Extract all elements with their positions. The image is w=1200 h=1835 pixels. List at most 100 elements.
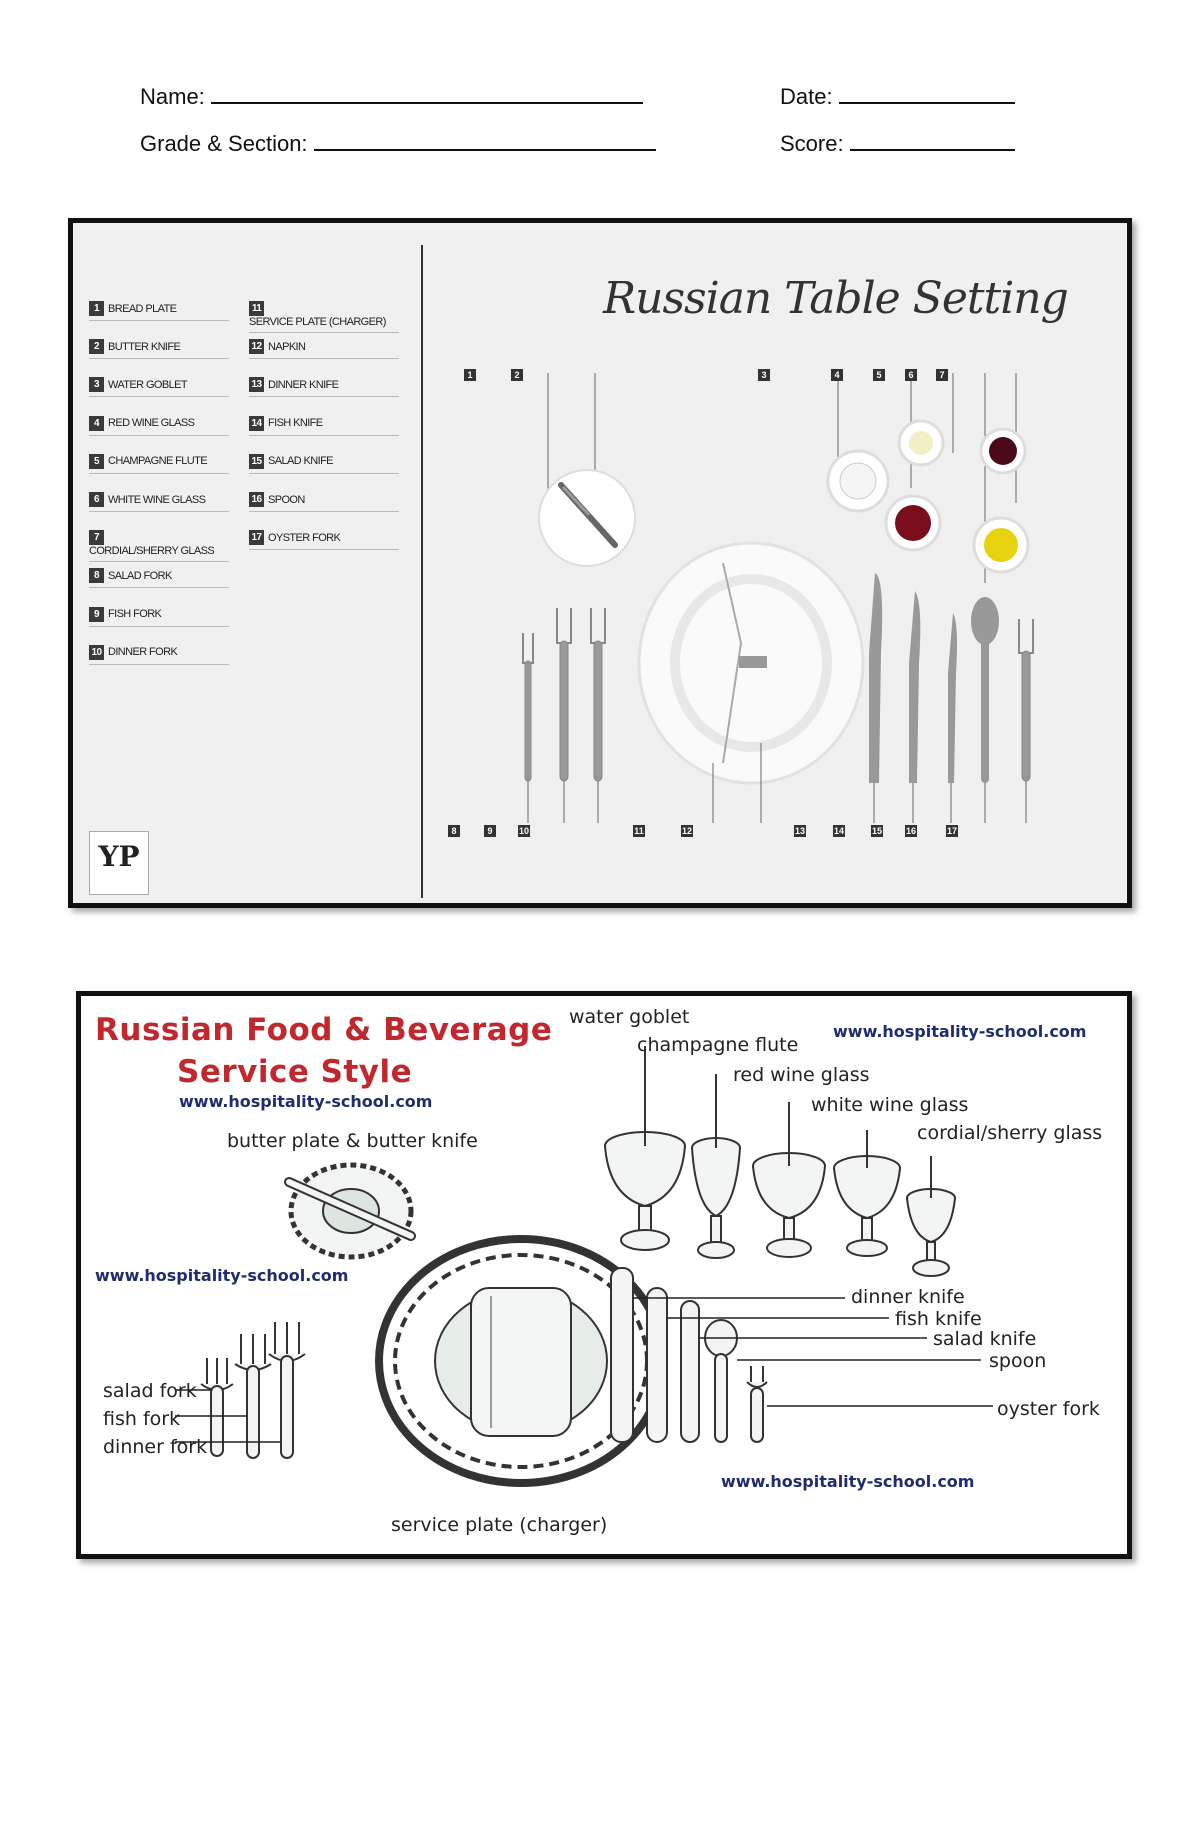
marker-top: 1 <box>464 369 476 381</box>
oyster-fork-icon <box>746 1366 768 1443</box>
legend-label: RED WINE GLASS <box>108 417 195 430</box>
legend-number: 15 <box>249 453 264 469</box>
russian-service-style-panel: Russian Food & Beverage Service Style ww… <box>76 991 1132 1559</box>
legend-number: 11 <box>249 301 264 316</box>
legend-label: SPOON <box>268 493 305 506</box>
legend-label: SALAD KNIFE <box>268 455 334 468</box>
legend-label: DINNER KNIFE <box>268 378 339 391</box>
legend-number: 13 <box>249 377 264 393</box>
label-water-goblet: water goblet <box>569 1006 690 1028</box>
water-goblet-icon <box>604 1046 686 1251</box>
grade-section-blank[interactable] <box>313 131 656 151</box>
service-plate-icon <box>637 541 865 785</box>
logo-mark: YP <box>98 840 140 873</box>
date-blank[interactable] <box>838 84 1015 104</box>
legend-underline <box>249 358 399 360</box>
label-red-wine-glass: red wine glass <box>733 1064 870 1086</box>
marker-bottom: 10 <box>518 825 530 837</box>
marker-bottom: 12 <box>681 825 693 837</box>
legend-number: 10 <box>89 644 104 660</box>
red-wine-glass-icon <box>752 1102 826 1258</box>
legend-label: NAPKIN <box>268 340 306 353</box>
red-wine-glass-icon <box>884 494 942 552</box>
legend-underline <box>89 587 229 589</box>
panel2-title-line1: Russian Food & Beverage <box>95 1012 553 1048</box>
panel2-title-line2: Service Style <box>177 1054 413 1090</box>
legend-underline <box>89 358 229 360</box>
name-field: Name: <box>140 84 643 110</box>
champagne-flute-icon <box>691 1074 741 1259</box>
spoon-icon <box>704 1319 738 1443</box>
label-spoon: spoon <box>989 1350 1047 1372</box>
legend-label: DINNER FORK <box>108 646 178 659</box>
label-service-plate: service plate (charger) <box>391 1514 608 1536</box>
legend-number: 7 <box>89 530 104 546</box>
marker-bottom: 14 <box>833 825 845 837</box>
legend-underline <box>89 561 229 563</box>
name-blank[interactable] <box>210 84 643 104</box>
legend-label: SERVICE PLATE (CHARGER) <box>249 316 386 329</box>
legend-label: WATER GOBLET <box>108 378 188 391</box>
water-goblet-icon <box>826 449 890 513</box>
legend-label: CORDIAL/SHERRY GLASS <box>89 545 215 558</box>
panel-title: Russian Table Setting <box>603 273 1069 324</box>
legend-number: 16 <box>249 492 264 507</box>
dinner-fork-icon <box>590 608 606 782</box>
dinner-fork-icon <box>268 1322 306 1459</box>
label-oyster-fork: oyster fork <box>997 1398 1100 1420</box>
label-cordial-glass: cordial/sherry glass <box>917 1122 1103 1144</box>
salad-knife-icon <box>680 1300 700 1443</box>
legend-underline <box>249 434 399 436</box>
marker-top: 2 <box>511 369 523 381</box>
url-top-left: www.hospitality-school.com <box>179 1092 433 1111</box>
fish-fork-icon <box>556 608 572 782</box>
legend-number: 14 <box>249 415 264 431</box>
url-bottom-right: www.hospitality-school.com <box>721 1472 975 1491</box>
legend-label: SALAD FORK <box>108 569 172 582</box>
legend-label: OYSTER FORK <box>268 531 341 544</box>
salad-fork-icon <box>522 633 534 782</box>
marker-bottom: 11 <box>633 825 645 837</box>
legend-number: 17 <box>249 530 264 546</box>
marker-bottom: 8 <box>448 825 460 837</box>
grade-section-field: Grade & Section: <box>140 131 656 157</box>
legend-item: 15 SALAD KNIFE <box>249 453 399 474</box>
marker-bottom: 16 <box>905 825 917 837</box>
legend-underline <box>89 511 229 512</box>
legend-label: CHAMPAGNE FLUTE <box>108 455 208 468</box>
dinner-knife-icon <box>610 1267 634 1443</box>
label-salad-knife: salad knife <box>933 1328 1037 1350</box>
marker-top: 7 <box>936 369 948 381</box>
score-field: Score: <box>780 131 1015 157</box>
marker-top: 4 <box>831 369 843 381</box>
legend-item: 13 DINNER KNIFE <box>249 377 399 398</box>
marker-top: 5 <box>873 369 885 381</box>
oyster-fork-icon <box>1018 619 1034 782</box>
legend-underline <box>249 511 399 512</box>
cordial-glass-icon <box>979 427 1027 475</box>
legend-underline <box>249 472 399 474</box>
label-dinner-knife: dinner knife <box>851 1286 965 1308</box>
marker-bottom: 13 <box>794 825 806 837</box>
legend-underline <box>89 472 229 474</box>
name-label: Name: <box>140 84 205 109</box>
label-fish-knife: fish knife <box>895 1308 982 1330</box>
fish-fork-icon <box>234 1334 272 1459</box>
label-fish-fork: fish fork <box>103 1408 181 1430</box>
legend-number: 9 <box>89 606 104 622</box>
legend-underline <box>249 396 399 398</box>
legend-label: BUTTER KNIFE <box>108 340 181 353</box>
score-blank[interactable] <box>849 131 1015 151</box>
fish-knife-icon <box>909 591 921 783</box>
cordial-glass-icon <box>906 1156 956 1277</box>
label-champagne-flute: champagne flute <box>637 1034 799 1056</box>
legend-underline <box>89 434 229 436</box>
table-setting-illustration <box>522 373 1034 823</box>
